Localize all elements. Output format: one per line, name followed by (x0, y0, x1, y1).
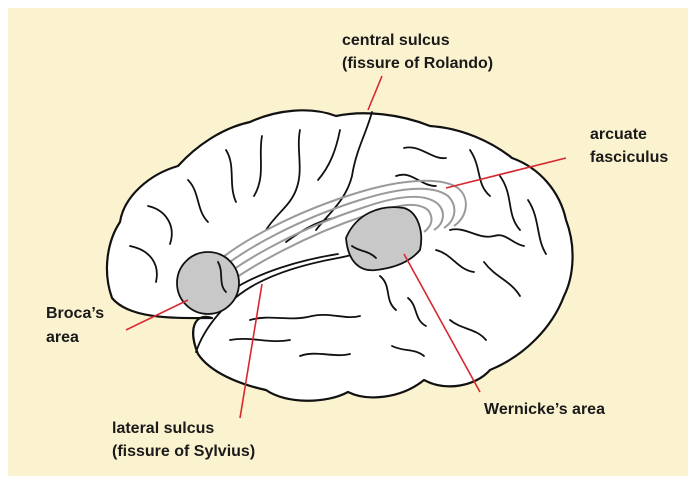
label-central-sulcus-alt: (fissure of Rolando) (342, 55, 493, 72)
label-arcuate: arcuate (590, 126, 647, 143)
label-lateral-sulcus: lateral sulcus (112, 420, 214, 437)
label-broca-area: area (46, 329, 79, 346)
label-central-sulcus: central sulcus (342, 32, 450, 49)
label-broca: Broca’s (46, 305, 104, 322)
label-lateral-sulcus-alt: (fissure of Sylvius) (112, 443, 255, 460)
brain-outline (107, 110, 573, 400)
broca-area (177, 252, 239, 314)
leader-central-sulcus (368, 76, 382, 110)
label-wernicke: Wernicke’s area (484, 401, 605, 418)
label-fasciculus: fasciculus (590, 149, 668, 166)
